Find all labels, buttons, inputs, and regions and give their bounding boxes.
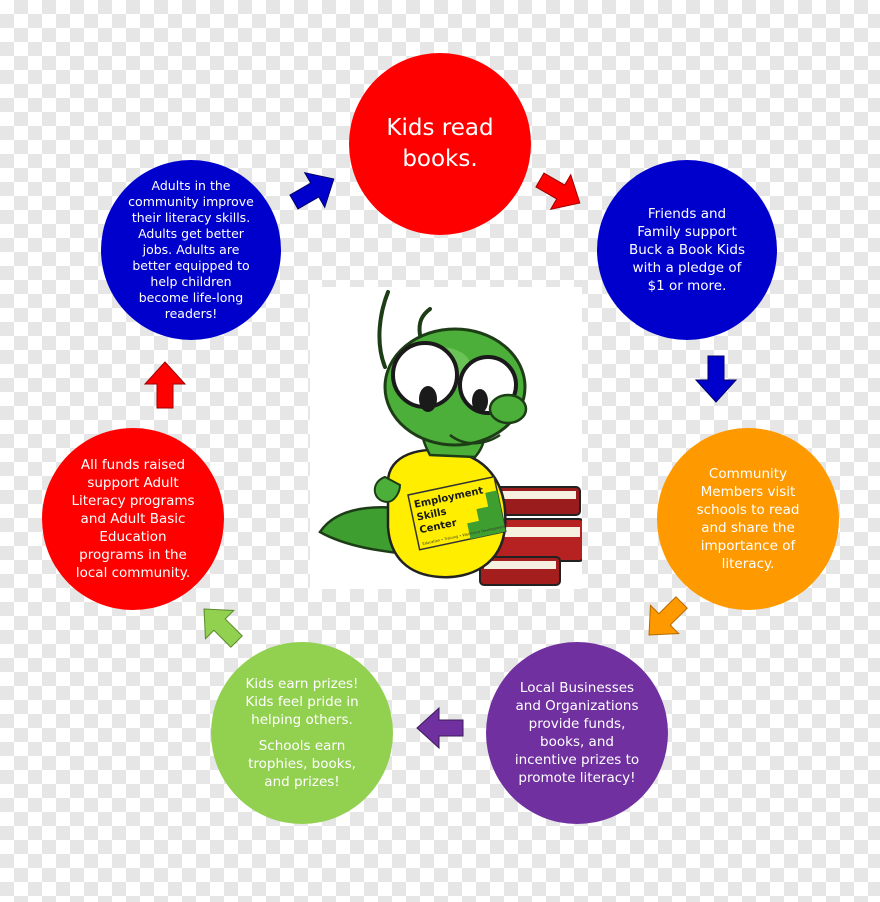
node-local-businesses-text: Local Businesses and Organizations provi… (514, 680, 640, 786)
node-kids-earn-prizes: Kids earn prizes! Kids feel pride in hel… (211, 642, 393, 824)
arrow-right-blue-icon (289, 171, 335, 210)
arrow-down-left-orange-icon (648, 596, 688, 636)
node-adults-community: Adults in the community improve their li… (101, 160, 281, 340)
arrow-kids-earn-to-all-funds (203, 608, 243, 648)
arrow-businesses-to-kids-earn (416, 706, 464, 750)
node-all-funds-raised: All funds raised support Adult Literacy … (42, 428, 224, 610)
arrow-left-purple-icon (416, 706, 464, 750)
arrow-down-blue-icon (694, 355, 738, 403)
node-kids-read-books-text: Kids read books. (386, 115, 494, 172)
node-kids-earn-prizes-text: Kids earn prizes! Kids feel pride in hel… (245, 676, 359, 728)
node-local-businesses: Local Businesses and Organizations provi… (486, 642, 668, 824)
node-community-members: Community Members visit schools to read … (657, 428, 839, 610)
arrow-community-to-businesses (648, 596, 688, 636)
node-all-funds-raised-text: All funds raised support Adult Literacy … (71, 457, 195, 581)
node-kids-read-books: Kids read books. (349, 53, 531, 235)
arrow-up-left-green-icon (203, 608, 243, 648)
arrow-kids-read-to-friends (535, 172, 581, 211)
mascot-panel: Employment Skills Center Education • Tra… (310, 287, 585, 589)
node-community-members-text: Community Members visit schools to read … (696, 466, 800, 572)
bookworm-mascot-illustration: Employment Skills Center Education • Tra… (318, 290, 585, 586)
arrow-adults-to-kids-read (289, 171, 335, 210)
arrow-right-red-icon (535, 172, 581, 211)
arrow-all-funds-to-adults (143, 361, 187, 409)
employment-skills-center-logo: Employment Skills Center Education • Tra… (407, 475, 507, 551)
node-kids-earn-prizes-text-2: Schools earn trophies, books, and prizes… (248, 738, 356, 790)
node-adults-community-text: Adults in the community improve their li… (128, 178, 254, 321)
node-friends-family-text: Friends and Family support Buck a Book K… (628, 206, 745, 294)
node-friends-family: Friends and Family support Buck a Book K… (597, 160, 777, 340)
arrow-up-red-icon (143, 361, 187, 409)
arrow-friends-to-community (694, 355, 738, 403)
